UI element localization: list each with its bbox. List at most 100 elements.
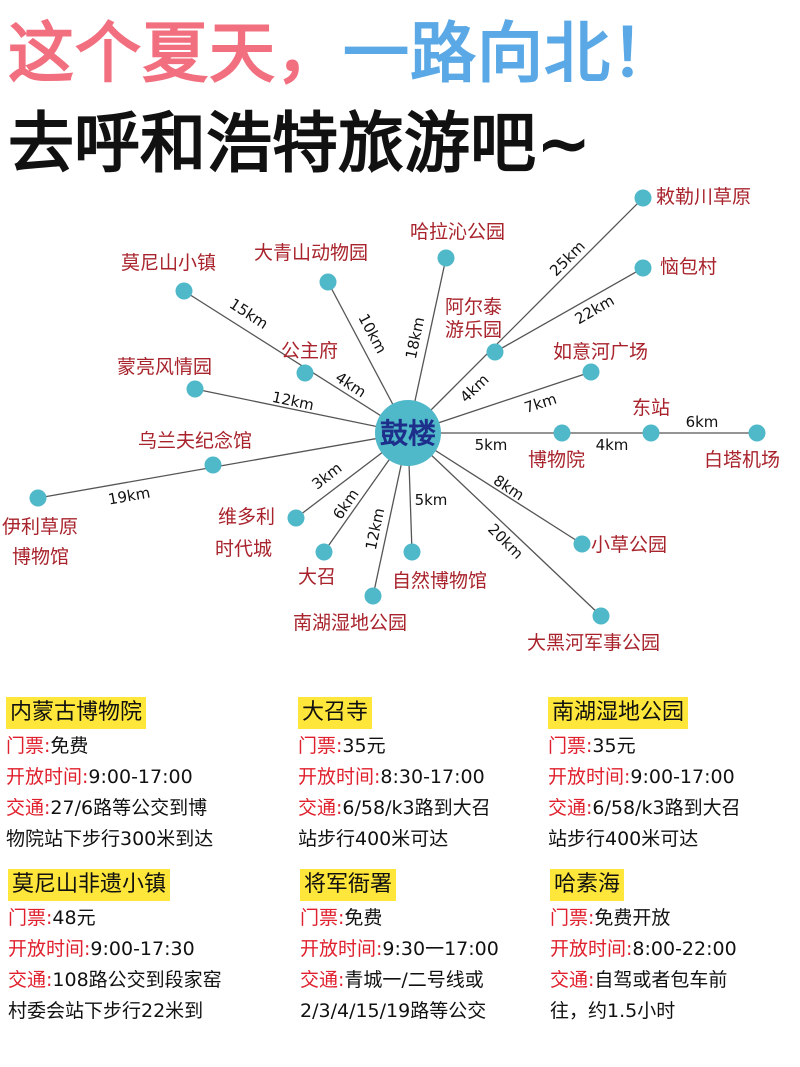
line-monishan xyxy=(183,290,409,434)
label-naobao: 恼包村 xyxy=(660,256,717,278)
hours-key: 开放时间: xyxy=(8,938,91,960)
ticket-value: 免费 xyxy=(344,907,383,929)
label-weiduoli-1: 维多利 xyxy=(218,506,275,528)
ticket-key: 门票: xyxy=(298,735,343,757)
hub-node xyxy=(375,400,441,466)
dist-baita: 6km xyxy=(686,413,719,431)
label-aertai-1: 阿尔泰 xyxy=(445,296,502,318)
traffic-key: 交通: xyxy=(298,797,343,819)
hours-key: 开放时间: xyxy=(6,766,89,788)
dist-daqingshan: 10km xyxy=(355,311,391,357)
traffic-line-1: 自驾或者包车前 xyxy=(594,969,728,991)
node-baita xyxy=(748,424,766,442)
label-daqingshan: 大青山动物园 xyxy=(254,242,368,264)
traffic-line-2: 站步行400米可达 xyxy=(548,828,699,850)
ticket-key: 门票: xyxy=(550,907,595,929)
label-chilechuan: 敕勒川草原 xyxy=(656,186,751,208)
dist-yili: 19km xyxy=(107,484,152,509)
ticket-value: 免费 xyxy=(50,735,89,757)
info-card-inner-mongolia-museum: 内蒙古博物院 门票:免费 开放时间:9:00-17:00 交通:27/6路等公交… xyxy=(6,697,251,855)
map-nodes xyxy=(29,189,766,625)
info-card-general-office: 将军衙署 门票:免费 开放时间:9:30一17:00 交通:青城一/二号线或 2… xyxy=(300,869,545,1027)
hours-value: 9:00-17:30 xyxy=(90,938,195,960)
line-naobao xyxy=(494,267,644,353)
dist-mengliang: 12km xyxy=(270,388,315,414)
traffic-line-1: 27/6路等公交到博 xyxy=(50,797,208,819)
label-ziran: 自然博物馆 xyxy=(392,570,487,592)
node-ziran xyxy=(403,543,421,561)
traffic-line-1: 6/58/k3路到大召 xyxy=(342,797,491,819)
traffic-key: 交通: xyxy=(6,797,51,819)
label-dongzhan: 东站 xyxy=(632,397,670,419)
label-bowuyuan: 博物院 xyxy=(528,449,585,471)
ticket-value: 免费开放 xyxy=(594,907,671,929)
ticket-key: 门票: xyxy=(548,735,593,757)
node-wulanfu xyxy=(204,456,222,474)
card-title: 大召寺 xyxy=(298,697,373,729)
line-chilechuan xyxy=(407,197,644,434)
traffic-key: 交通: xyxy=(550,969,595,991)
dist-monishan: 15km xyxy=(226,295,271,333)
card-title: 南湖湿地公园 xyxy=(548,697,689,729)
hub-label: 鼓楼 xyxy=(380,417,436,450)
label-yili-1: 伊利草原 xyxy=(2,516,78,538)
label-nanhu: 南湖湿地公园 xyxy=(293,612,407,634)
dist-daheihe: 20km xyxy=(484,520,527,563)
node-labels: 敕勒川草原 恼包村 哈拉沁公园 阿尔泰 游乐园 大青山动物园 莫尼山小镇 公主府… xyxy=(2,186,780,654)
traffic-line-1: 6/58/k3路到大召 xyxy=(592,797,741,819)
title-line-1-part-2: 一路向北！ xyxy=(343,15,678,92)
dist-aertai: 4km xyxy=(456,371,492,407)
traffic-line-2: 2/3/4/15/19路等公交 xyxy=(300,1000,487,1022)
node-aertai xyxy=(486,343,504,361)
line-yili xyxy=(37,432,409,499)
line-mengliang xyxy=(194,388,409,434)
info-card-hasuhai: 哈素海 门票:免费开放 开放时间:8:00-22:00 交通:自驾或者包车前 往… xyxy=(550,869,795,1027)
route-map: 25km 22km 18km 4km 10km 15km 4km 12km 7k… xyxy=(2,186,780,654)
dist-bowuyuan: 5km xyxy=(475,436,508,454)
node-ruyihe xyxy=(582,363,600,381)
line-xiaocao xyxy=(407,432,583,545)
node-dazhao xyxy=(315,543,333,561)
hours-value: 8:00-22:00 xyxy=(632,938,737,960)
title-line-1: 这个夏天，一路向北！ xyxy=(8,14,678,94)
title-line-2: 去呼和浩特旅游吧~ xyxy=(8,105,592,182)
ticket-key: 门票: xyxy=(6,735,51,757)
card-title: 莫尼山非遗小镇 xyxy=(8,869,171,901)
info-card-dazhao-temple: 大召寺 门票:35元 开放时间:8:30-17:00 交通:6/58/k3路到大… xyxy=(298,697,543,855)
node-gongzhufu xyxy=(296,364,314,382)
dist-naobao: 22km xyxy=(572,291,618,328)
label-ruyihe: 如意河广场 xyxy=(553,341,648,363)
dist-weiduoli: 3km xyxy=(308,459,345,493)
title-line-1-part-1: 这个夏天， xyxy=(8,15,343,92)
traffic-key: 交通: xyxy=(300,969,345,991)
label-yili-2: 博物馆 xyxy=(12,546,69,568)
ticket-value: 35元 xyxy=(592,735,636,757)
ticket-value: 48元 xyxy=(52,907,96,929)
info-card-monishan-town: 莫尼山非遗小镇 门票:48元 开放时间:9:00-17:30 交通:108路公交… xyxy=(8,869,253,1027)
traffic-key: 交通: xyxy=(548,797,593,819)
node-naobao xyxy=(634,259,652,277)
ticket-key: 门票: xyxy=(300,907,345,929)
label-mengliang: 蒙亮风情园 xyxy=(117,356,212,378)
ticket-value: 35元 xyxy=(342,735,386,757)
hours-key: 开放时间: xyxy=(300,938,383,960)
traffic-key: 交通: xyxy=(8,969,53,991)
node-yili xyxy=(29,489,47,507)
label-daheihe: 大黑河军事公园 xyxy=(527,632,660,654)
label-aertai-2: 游乐园 xyxy=(445,319,502,341)
node-monishan xyxy=(175,282,193,300)
node-bowuyuan xyxy=(553,424,571,442)
label-xiaocao: 小草公园 xyxy=(591,534,667,556)
label-weiduoli-2: 时代城 xyxy=(215,538,272,560)
dist-xiaocao: 8km xyxy=(490,471,527,504)
hours-key: 开放时间: xyxy=(548,766,631,788)
line-daheihe xyxy=(407,432,602,617)
card-title: 内蒙古博物院 xyxy=(6,697,147,729)
card-title: 哈素海 xyxy=(550,869,625,901)
hours-value: 9:30一17:00 xyxy=(382,938,499,960)
label-gongzhufu: 公主府 xyxy=(281,340,338,362)
traffic-line-1: 108路公交到段家窑 xyxy=(52,969,222,991)
node-weiduoli xyxy=(287,509,305,527)
traffic-line-1: 青城一/二号线或 xyxy=(344,969,484,991)
distance-labels: 25km 22km 18km 4km 10km 15km 4km 12km 7k… xyxy=(107,237,719,563)
